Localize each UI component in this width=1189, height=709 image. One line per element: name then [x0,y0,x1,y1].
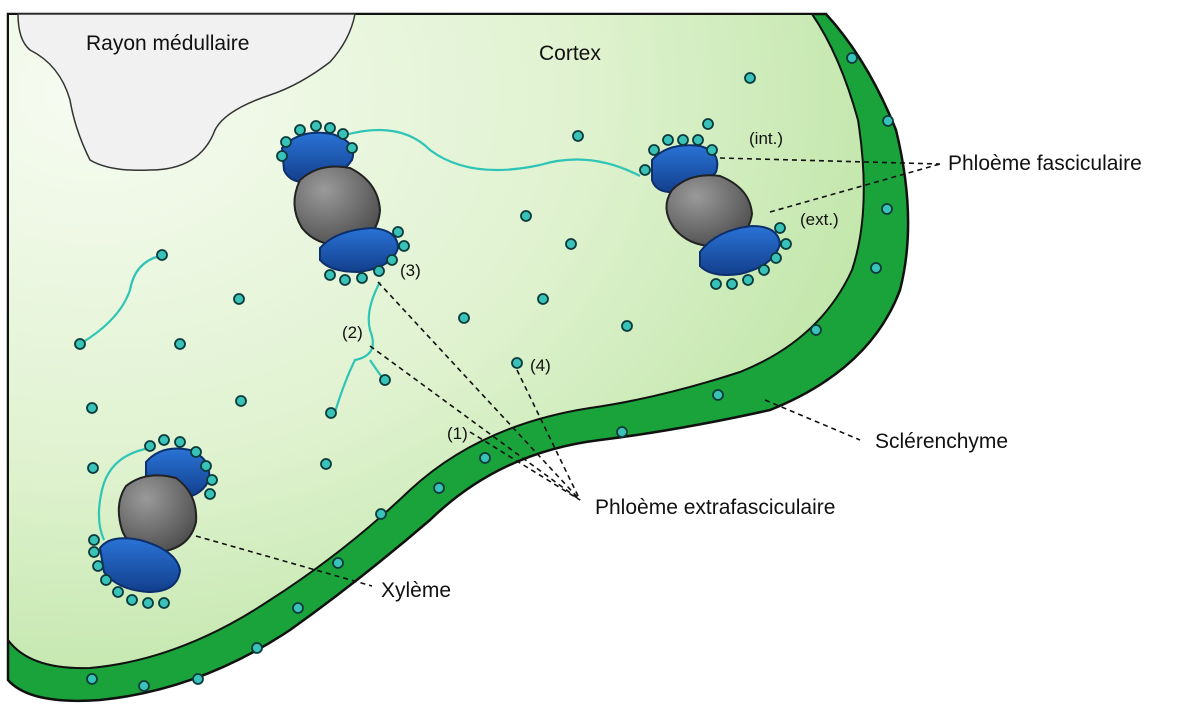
label-int: (int.) [749,129,783,148]
label-sclerenchyme: Sclérenchyme [875,430,1008,453]
label-phloeme-fasciculaire: Phloème fasciculaire [948,152,1142,175]
label-phloeme-extrafasciculaire: Phloème extrafasciculaire [595,496,835,519]
label-n2: (2) [342,323,363,342]
label-n4: (4) [530,356,551,375]
label-n3: (3) [400,261,421,280]
label-rayon-medullaire: Rayon médullaire [86,32,249,55]
label-n1: (1) [447,424,468,443]
label-ext: (ext.) [800,210,839,229]
label-xyleme: Xylème [381,579,451,602]
label-cortex: Cortex [539,42,601,65]
